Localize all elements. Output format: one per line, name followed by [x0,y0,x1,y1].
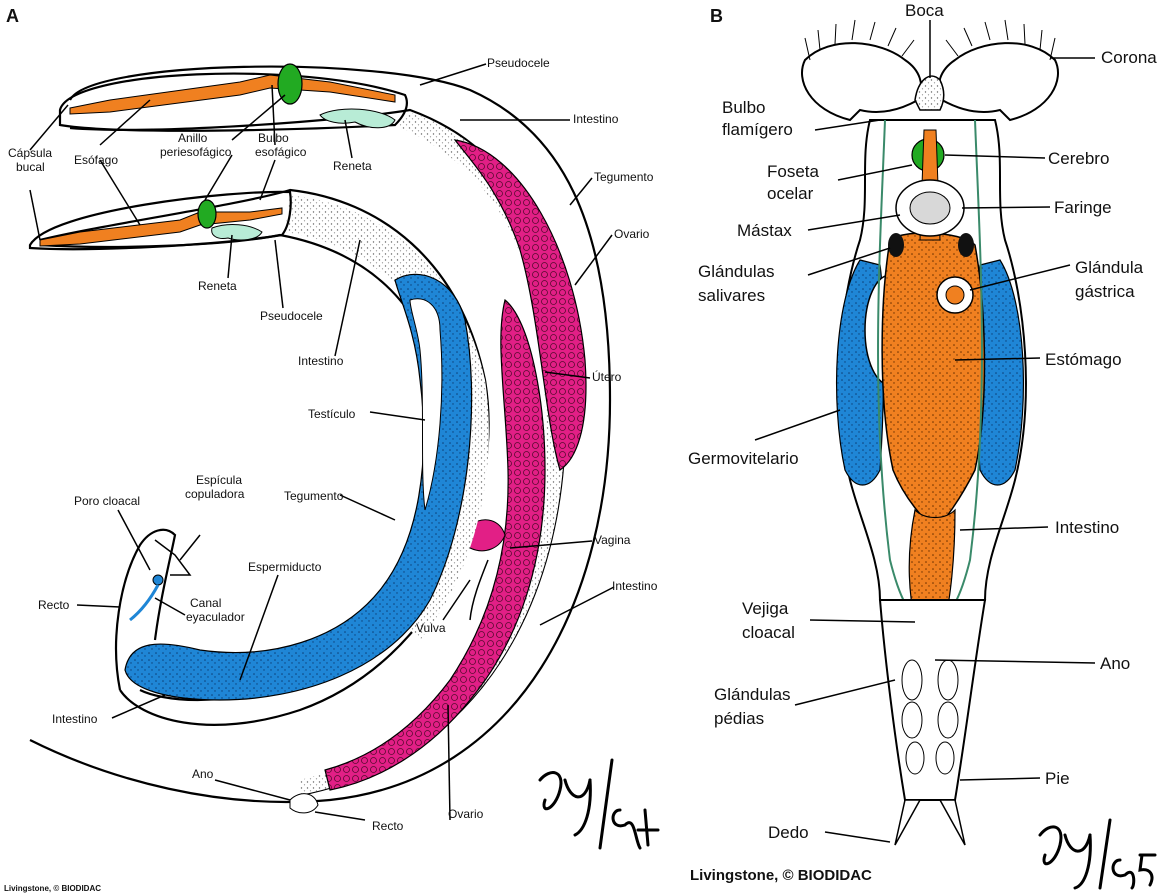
label-intestino-tail: Intestino [52,712,98,726]
label-intestino-male: Intestino [298,354,344,368]
foot [880,600,985,800]
label-dedo: Dedo [768,823,809,842]
label-intestino-mid: Intestino [612,579,658,593]
label-recto-bottom: Recto [372,819,404,833]
label-vagina: Vagina [594,533,631,547]
label-espicula-line2: copuladora [185,487,245,501]
label-canal-line1: Canal [190,596,221,610]
label-anillo-line1: Anillo [178,131,208,145]
female-tail-rectum [290,794,318,813]
male-cloacal-pore [153,575,163,585]
label-tegumento-top: Tegumento [594,170,654,184]
label-corona: Corona [1101,48,1157,67]
label-foseta-line1: Foseta [767,162,820,181]
label-capsula-line2: bucal [16,160,45,174]
label-glandula-gastrica: Glándula gástrica [1075,258,1148,301]
label-capsula-bucal: Cápsula bucal [8,146,55,174]
label-espicula-line1: Espícula [196,473,242,487]
label-pseudocele-male: Pseudocele [260,309,323,323]
toe-right [940,800,965,845]
label-bulbo-flamigero-line1: Bulbo [722,98,765,117]
male-rectum [130,585,158,620]
label-anillo-line2: periesofágico [160,145,232,159]
panel-a-letter: A [6,6,19,26]
toe-left [895,800,920,845]
label-salivares-line2: salivares [698,286,765,305]
label-vejiga-line2: cloacal [742,623,795,642]
label-ano-b: Ano [1100,654,1130,673]
label-foseta-line2: ocelar [767,184,814,203]
label-ovario-bottom: Ovario [448,807,484,821]
label-intestino-b: Intestino [1055,518,1119,537]
label-espicula: Espícula copuladora [185,473,245,501]
panel-b-rotifer [755,20,1095,845]
label-bulbo-flamigero: Bulbo flamígero [722,98,793,139]
label-ovario-top: Ovario [614,227,650,241]
label-estomago: Estómago [1045,350,1122,369]
label-bulbo-line2: esofágico [255,145,307,159]
gastric-gland-core [946,286,964,304]
panel-b-letter: B [710,6,723,26]
label-esofago: Esófago [74,153,118,167]
label-glandulas-salivares: Glándulas salivares [698,262,779,305]
label-pedias-line2: pédias [714,709,764,728]
label-cerebro: Cerebro [1048,149,1109,168]
label-utero: Útero [592,369,622,384]
mastax-inner [910,192,950,224]
salivary-gland-left [888,233,904,257]
label-salivares-line1: Glándulas [698,262,775,281]
label-foseta-ocelar: Foseta ocelar [767,162,824,203]
label-ano: Ano [192,767,214,781]
signature-b [1040,820,1155,888]
female-renette [320,109,395,128]
label-germovitelario: Germovitelario [688,449,799,468]
label-testiculo: Testículo [308,407,356,421]
label-canal: Canal eyaculador [186,596,245,624]
label-capsula-line1: Cápsula [8,146,52,160]
credit-a: Livingstone, © BIODIDAC [4,884,101,893]
label-poro-cloacal: Poro cloacal [74,494,140,508]
label-vejiga-cloacal: Vejiga cloacal [742,599,795,642]
label-gastrica-line1: Glándula [1075,258,1144,277]
label-glandulas-pedias: Glándulas pédias [714,685,795,728]
label-vulva: Vulva [416,621,446,635]
label-intestino-top: Intestino [573,112,619,126]
label-pie: Pie [1045,769,1070,788]
male-renette [212,225,262,240]
panel-a-nematode [30,64,614,820]
label-pseudocele-top: Pseudocele [487,56,550,70]
label-reneta-male: Reneta [198,279,237,293]
label-reneta-top: Reneta [333,159,372,173]
label-pedias-line1: Glándulas [714,685,791,704]
label-bulbo-flamigero-line2: flamígero [722,120,793,139]
label-bulbo: Bulbo esofágico [255,131,307,159]
label-faringe: Faringe [1054,198,1112,217]
label-anillo: Anillo periesofágico [160,131,232,159]
label-tegumento-male: Tegumento [284,489,344,503]
label-bulbo-line1: Bulbo [258,131,289,145]
credit-b: Livingstone, © BIODIDAC [690,867,872,884]
label-espermiducto: Espermiducto [248,560,322,574]
label-vejiga-line1: Vejiga [742,599,789,618]
label-canal-line2: eyaculador [186,610,245,624]
label-gastrica-line2: gástrica [1075,282,1135,301]
label-mastax: Mástax [737,221,792,240]
male-nerve-ring [198,200,216,228]
salivary-gland-right [958,233,974,257]
signature-a [540,760,658,848]
label-boca: Boca [905,1,944,20]
label-recto-male: Recto [38,598,70,612]
